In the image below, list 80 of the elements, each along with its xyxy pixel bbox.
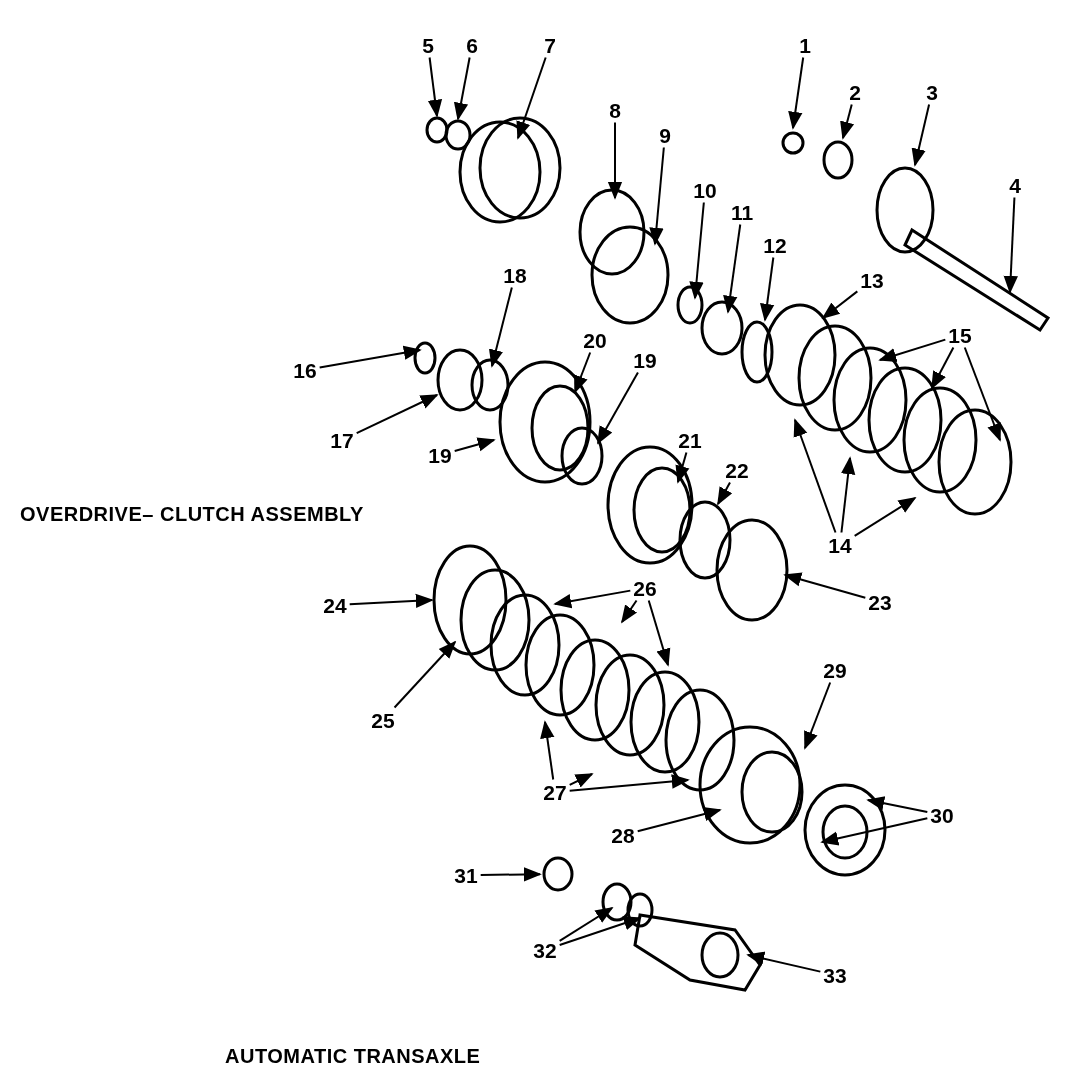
callout-number: 28 (610, 824, 636, 846)
leader-line (878, 338, 947, 363)
callout-number: 5 (421, 34, 435, 56)
callout-number: 14 (827, 534, 853, 556)
ring-part (542, 856, 574, 892)
assembly-title: OVERDRIVE– CLUTCH ASSEMBLY (20, 503, 364, 526)
callout-number: 9 (658, 124, 672, 146)
leader-line (804, 681, 832, 750)
callout-number: 6 (465, 34, 479, 56)
leader-line (427, 56, 443, 118)
callout-number: 32 (532, 939, 558, 961)
leader-line (558, 907, 614, 942)
leader-line (348, 593, 434, 608)
leader-line (647, 599, 671, 667)
leader-line (574, 351, 592, 394)
callout-number: 3 (925, 81, 939, 103)
leader-line (717, 481, 733, 506)
callout-number: 8 (608, 99, 622, 121)
leader-line (866, 796, 929, 813)
callout-number: 30 (929, 804, 955, 826)
callout-number: 33 (822, 964, 848, 986)
callout-number: 19 (632, 349, 658, 371)
callout-number: 2 (848, 81, 862, 103)
callout-number: 23 (867, 591, 893, 613)
callout-number: 24 (322, 594, 348, 616)
callout-number: 7 (543, 34, 557, 56)
leader-line (911, 103, 931, 167)
leader-line (820, 817, 929, 846)
leader-line (568, 774, 690, 792)
callout-number: 4 (1008, 174, 1022, 196)
leader-line (783, 572, 867, 599)
leader-line (489, 286, 513, 368)
leader-line (453, 56, 471, 121)
leader-line (607, 121, 623, 200)
leader-line (793, 418, 837, 534)
callout-number: 29 (822, 659, 848, 681)
leader-line (840, 456, 856, 534)
leader-line (479, 867, 542, 882)
leader-line (760, 256, 775, 322)
leader-line (723, 223, 742, 314)
leader-line (649, 146, 665, 246)
callout-number: 25 (370, 709, 396, 731)
callout-number: 31 (453, 864, 479, 886)
callout-number: 19 (427, 444, 453, 466)
callout-number: 15 (947, 324, 973, 346)
leader-line (516, 56, 547, 140)
leader-line (821, 290, 859, 320)
leader-line (453, 437, 496, 452)
callout-number: 21 (677, 429, 703, 451)
callout-number: 26 (632, 577, 658, 599)
leader-line (597, 371, 639, 445)
callout-number: 1 (798, 34, 812, 56)
leader-line (746, 951, 822, 973)
leader-line (1003, 196, 1018, 294)
leader-line (568, 773, 594, 788)
leader-line (853, 497, 917, 537)
callout-number: 11 (729, 201, 755, 223)
callout-number: 18 (502, 264, 528, 286)
leader-line (318, 345, 422, 369)
callout-number: 27 (542, 781, 568, 803)
leader-line (558, 916, 642, 947)
callout-number: 10 (692, 179, 718, 201)
callout-number: 12 (762, 234, 788, 256)
callout-number: 17 (329, 429, 355, 451)
callout-number: 20 (582, 329, 608, 351)
leader-line (621, 599, 638, 624)
leader-line (963, 346, 1001, 442)
callout-number: 22 (724, 459, 750, 481)
leader-line (788, 56, 805, 130)
leader-line (393, 640, 457, 709)
assembly-title: AUTOMATIC TRANSAXLE (225, 1045, 481, 1068)
callout-number: 16 (292, 359, 318, 381)
leader-line (840, 103, 855, 140)
leader-line (540, 720, 555, 781)
callout-number: 13 (859, 269, 885, 291)
leader-line (355, 394, 439, 435)
leader-line (636, 807, 722, 833)
leader-line (931, 346, 955, 390)
leader-line (553, 589, 632, 609)
leader-line (689, 201, 705, 300)
